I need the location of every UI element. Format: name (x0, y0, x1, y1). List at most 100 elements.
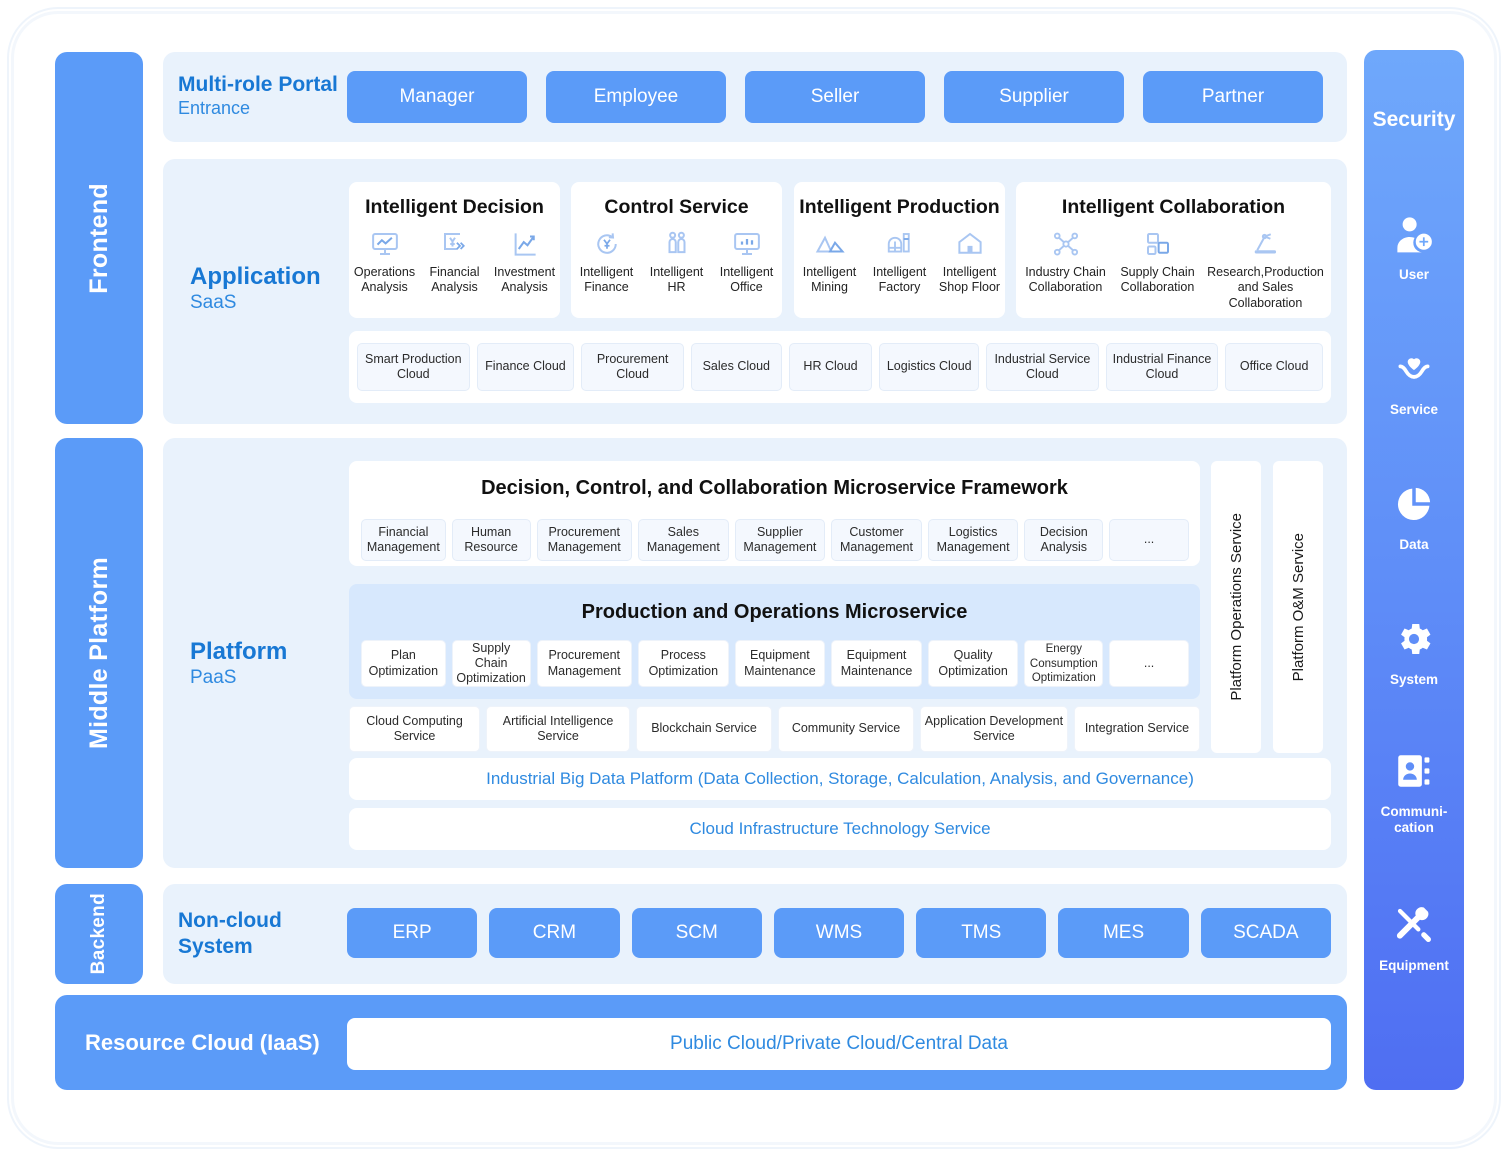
portal-role-partner[interactable]: Partner (1143, 71, 1323, 123)
framework-chip-supplier-management[interactable]: Supplier Management (734, 519, 826, 561)
framework-chip-human-resource[interactable]: Human Resource (451, 519, 531, 561)
platform-title-block: Platform PaaS (190, 637, 287, 689)
app-item-financial-analysis[interactable]: Financial Analysis (420, 227, 490, 296)
app-item-industry-chain-collaboration[interactable]: Industry Chain Collaboration (1020, 227, 1112, 311)
cloud-chip-industrial-service[interactable]: Industrial Service Cloud (986, 343, 1099, 391)
yuan-refresh-icon (592, 227, 622, 261)
security-item-label: User (1398, 267, 1430, 282)
cloud-chip-hr[interactable]: HR Cloud (788, 343, 873, 391)
production-chip-label: Process Optimization (648, 648, 719, 678)
house-icon (955, 227, 985, 261)
cloud-chip-procurement[interactable]: Procurement Cloud (581, 343, 684, 391)
industrial-big-data-platform-bar[interactable]: Industrial Big Data Platform (Data Colle… (349, 758, 1331, 800)
production-chip-equipment-maintenance-1[interactable]: Equipment Maintenance (734, 640, 826, 687)
cloud-chip-office[interactable]: Office Cloud (1225, 343, 1323, 391)
security-item-system[interactable]: System (1364, 618, 1464, 688)
security-item-data[interactable]: Data (1364, 483, 1464, 553)
service-chip-label: Community Service (791, 721, 901, 736)
service-chip-cloud-computing[interactable]: Cloud Computing Service (349, 706, 481, 752)
production-chip-procurement-management[interactable]: Procurement Management (536, 640, 633, 687)
non-cloud-system-label: MES (1102, 922, 1145, 943)
service-chip-integration[interactable]: Integration Service (1073, 706, 1201, 752)
app-item-intelligent-factory[interactable]: Intelligent Factory (865, 227, 935, 296)
platform-om-service-column[interactable]: Platform O&M Service (1273, 461, 1323, 753)
framework-chip-decision-analysis[interactable]: Decision Analysis (1024, 519, 1104, 561)
application-title: Application (190, 263, 321, 290)
application-subtitle: SaaS (190, 292, 237, 314)
portal-role-employee[interactable]: Employee (546, 71, 726, 123)
framework-chip-label: Procurement Management (547, 524, 621, 554)
application-cloud-row: Smart Production Cloud Finance Cloud Pro… (349, 331, 1331, 403)
security-item-equipment[interactable]: Equipment (1364, 904, 1464, 974)
production-chip-equipment-maintenance-2[interactable]: Equipment Maintenance (831, 640, 922, 687)
framework-chip-financial-management[interactable]: Financial Management (361, 519, 446, 561)
security-item-communication[interactable]: Communi-cation (1364, 750, 1464, 836)
framework-chip-label: Customer Management (840, 524, 913, 554)
security-item-service[interactable]: Service (1364, 348, 1464, 418)
industrial-big-data-platform-label: Industrial Big Data Platform (Data Colle… (486, 769, 1194, 788)
non-cloud-system-erp[interactable]: ERP (347, 908, 478, 958)
app-item-intelligent-finance[interactable]: Intelligent Finance (572, 227, 642, 296)
cloud-chip-smart-production[interactable]: Smart Production Cloud (357, 343, 470, 391)
app-item-supply-chain-collaboration[interactable]: Supply Chain Collaboration (1112, 227, 1204, 311)
app-item-label: Investment Analysis (493, 265, 556, 295)
non-cloud-system-tms[interactable]: TMS (916, 908, 1047, 958)
resource-cloud-title: Resource Cloud (IaaS) (85, 1030, 320, 1055)
portal-role-supplier[interactable]: Supplier (944, 71, 1124, 123)
app-item-intelligent-office[interactable]: Intelligent Office (712, 227, 782, 296)
cloud-chip-finance[interactable]: Finance Cloud (476, 343, 575, 391)
framework-chip-customer-management[interactable]: Customer Management (831, 519, 922, 561)
platform-operations-service-column[interactable]: Platform Operations Service (1211, 461, 1261, 753)
service-chip-blockchain[interactable]: Blockchain Service (635, 706, 772, 752)
production-microservice-title: Production and Operations Microservice (581, 601, 968, 623)
non-cloud-system-mes[interactable]: MES (1058, 908, 1189, 958)
cloud-chip-logistics[interactable]: Logistics Cloud (879, 343, 980, 391)
production-chip-process-optimization[interactable]: Process Optimization (638, 640, 729, 687)
cloud-infrastructure-bar[interactable]: Cloud Infrastructure Technology Service (349, 808, 1331, 850)
framework-chip-procurement-management[interactable]: Procurement Management (536, 519, 633, 561)
production-chip-supply-chain-optimization[interactable]: Supply Chain Optimization (451, 640, 531, 687)
production-chip-plan-optimization[interactable]: Plan Optimization (361, 640, 446, 687)
portal-role-label: Employee (593, 86, 679, 107)
production-chip-more[interactable]: ... (1109, 640, 1189, 687)
service-chip-application-development[interactable]: Application Development Service (920, 706, 1068, 752)
non-cloud-system-crm[interactable]: CRM (489, 908, 620, 958)
cloud-chip-industrial-finance[interactable]: Industrial Finance Cloud (1105, 343, 1219, 391)
cloud-chip-sales[interactable]: Sales Cloud (690, 343, 782, 391)
portal-role-label: Manager (399, 86, 475, 107)
security-item-user[interactable]: User (1364, 213, 1464, 283)
non-cloud-system-wms[interactable]: WMS (773, 908, 905, 958)
app-item-intelligent-hr[interactable]: Intelligent HR (642, 227, 712, 296)
security-item-label: Equipment (1379, 958, 1449, 973)
non-cloud-system-scm[interactable]: SCM (631, 908, 762, 958)
framework-chip-more[interactable]: ... (1109, 519, 1189, 561)
portal-role-seller[interactable]: Seller (745, 71, 925, 123)
app-item-label: Intelligent Finance (579, 265, 634, 295)
service-chip-community[interactable]: Community Service (778, 706, 915, 752)
band-label-frontend: Frontend (55, 52, 143, 424)
app-item-intelligent-shop-floor[interactable]: Intelligent Shop Floor (935, 227, 1005, 296)
non-cloud-system-label: CRM (532, 922, 577, 943)
app-item-label: Research,Production and Sales Collaborat… (1207, 265, 1324, 310)
non-cloud-system-scada[interactable]: SCADA (1200, 908, 1331, 958)
band-middle-platform-text: Middle Platform (84, 556, 113, 749)
non-cloud-system-label: WMS (815, 922, 863, 943)
production-chip-energy-consumption-optimization[interactable]: Energy Consumption Optimization (1024, 640, 1104, 687)
app-item-operations-analysis[interactable]: Operations Analysis (350, 227, 420, 296)
production-microservice-items: Plan Optimization Supply Chain Optimizat… (361, 640, 1189, 687)
non-cloud-system-label: SCADA (1233, 922, 1299, 943)
security-title: Security (1372, 108, 1456, 131)
app-item-investment-analysis[interactable]: Investment Analysis (490, 227, 560, 296)
service-chip-label: Artificial Intelligence Service (502, 713, 614, 743)
band-label-middle-platform: Middle Platform (55, 438, 143, 868)
resource-cloud-content-bar[interactable]: Public Cloud/Private Cloud/Central Data (347, 1018, 1331, 1070)
stacked-squares-icon (1143, 227, 1173, 261)
framework-chip-sales-management[interactable]: Sales Management (638, 519, 729, 561)
portal-role-manager[interactable]: Manager (347, 71, 527, 123)
app-item-research-production-sales-collaboration[interactable]: Research,Production and Sales Collaborat… (1204, 227, 1328, 311)
service-chip-artificial-intelligence[interactable]: Artificial Intelligence Service (486, 706, 630, 752)
framework-chip-logistics-management[interactable]: Logistics Management (927, 519, 1019, 561)
app-item-intelligent-mining[interactable]: Intelligent Mining (795, 227, 865, 296)
production-chip-quality-optimization[interactable]: Quality Optimization (927, 640, 1019, 687)
